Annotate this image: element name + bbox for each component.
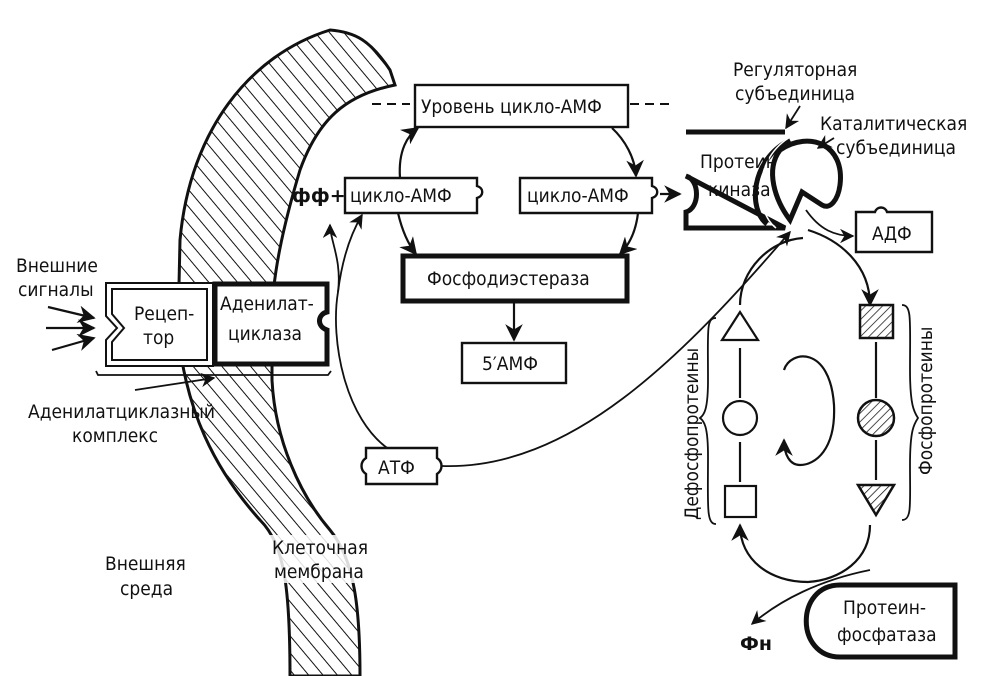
svg-text:Аденилат-: Аденилат- (220, 293, 314, 315)
phosphatase-to-pi-arrow (750, 569, 871, 625)
svg-text:циклаза: циклаза (228, 323, 302, 345)
svg-text:субъединица: субъединица (735, 83, 855, 105)
svg-text:цикло-АМФ: цикло-АМФ (527, 185, 629, 207)
phosphoproteins-label: Фосфопротеины (915, 327, 937, 475)
protein-kinase: Протеин- киназа (683, 129, 793, 231)
atp-to-camp-arrow (337, 213, 363, 293)
svg-text:тор: тор (143, 327, 174, 349)
phosphodiesterase-box: Фосфодиэстераза (400, 253, 630, 304)
svg-text:Каталитическая: Каталитическая (820, 113, 967, 135)
atp-to-pp-arrow (322, 223, 391, 451)
center-cycle-arrow (775, 355, 836, 467)
hatched-triangle-shape (855, 483, 897, 518)
hatched-circle-shape (856, 398, 896, 438)
svg-text:Рецеп-: Рецеп- (134, 303, 194, 325)
svg-text:Регуляторная: Регуляторная (733, 59, 857, 81)
svg-text:5′АМФ: 5′АМФ (482, 353, 538, 375)
svg-text:фосфатаза: фосфатаза (837, 624, 937, 646)
svg-text:комплекс: комплекс (72, 425, 158, 447)
phosphoprotein-chain (855, 303, 897, 518)
signal-arrows (46, 305, 96, 352)
circle-shape (721, 399, 759, 437)
svg-text:среда: среда (120, 578, 173, 600)
svg-text:Протеин-: Протеин- (700, 151, 783, 173)
svg-text:Протеин-: Протеин- (843, 597, 926, 619)
cell-membrane-label: Клеточная мембрана (268, 535, 370, 583)
adenylate-cyclase-complex-label: Аденилатциклазный комплекс (28, 401, 215, 447)
triangle-shape (719, 309, 761, 342)
phospho-brace (901, 304, 920, 521)
svg-text:субъединица: субъединица (836, 137, 956, 159)
camp-level-box: Уровень цикло-АМФ (413, 83, 630, 129)
external-environment-label: Внешняя среда (105, 553, 186, 600)
regulatory-pointer (785, 105, 801, 130)
cycle-bottom-right (807, 524, 872, 584)
adp-box: АДФ (854, 206, 934, 254)
catalytic-subunit (770, 138, 843, 225)
pyrophosphate-label: фф+ (292, 185, 346, 207)
svg-text:киназа: киназа (708, 179, 771, 201)
svg-text:Фосфодиэстераза: Фосфодиэстераза (427, 268, 590, 290)
kinase-to-adp-arrow (805, 209, 855, 244)
dephospho-brace (698, 317, 717, 525)
arrow-to-level (398, 126, 420, 179)
svg-text:сигналы: сигналы (18, 279, 94, 301)
svg-text:АДФ: АДФ (872, 223, 912, 245)
cycle-top-right (807, 228, 879, 307)
adenylate-cyclase: Аденилат- циклаза (212, 281, 330, 367)
camp-right-box: цикло-АМФ (518, 176, 659, 215)
camp-left-box: цикло-АМФ (343, 176, 484, 215)
receptor: Рецеп- тор (105, 282, 214, 367)
svg-text:Клеточная: Клеточная (272, 537, 368, 559)
svg-text:АТФ: АТФ (378, 457, 415, 479)
square-shape (723, 484, 758, 519)
cycle-top-left (738, 236, 804, 306)
svg-text:Внешняя: Внешняя (105, 553, 186, 575)
svg-text:Аденилатциклазный: Аденилатциклазный (28, 401, 215, 423)
hatched-square-shape (858, 303, 895, 340)
external-signals-label: Внешние сигналы (16, 255, 98, 301)
svg-text:Внешние: Внешние (16, 255, 98, 277)
svg-text:Уровень цикло-АМФ: Уровень цикло-АМФ (421, 96, 602, 118)
arrow-to-pde-left (396, 212, 418, 256)
dephosphoprotein-chain (719, 309, 761, 519)
pi-label: Фн (740, 633, 772, 655)
catalytic-subunit-label: Каталитическая субъединица (820, 113, 967, 159)
arrow-level-to-camp (611, 127, 644, 178)
svg-text:цикло-АМФ: цикло-АМФ (350, 185, 452, 207)
atp-box: АТФ (360, 446, 443, 486)
amp5-box: 5′АМФ (460, 341, 568, 385)
catalytic-pointer (816, 135, 835, 149)
protein-phosphatase: Протеин- фосфатаза (803, 582, 958, 660)
regulatory-subunit-label: Регуляторная субъединица (733, 59, 857, 105)
arrow-to-pde-right (618, 212, 640, 256)
complex-pointer (134, 372, 216, 391)
cycle-bottom-left (731, 523, 809, 584)
svg-text:мембрана: мембрана (274, 561, 364, 583)
dephosphoproteins-label: Дефосфопротеины (681, 348, 703, 520)
